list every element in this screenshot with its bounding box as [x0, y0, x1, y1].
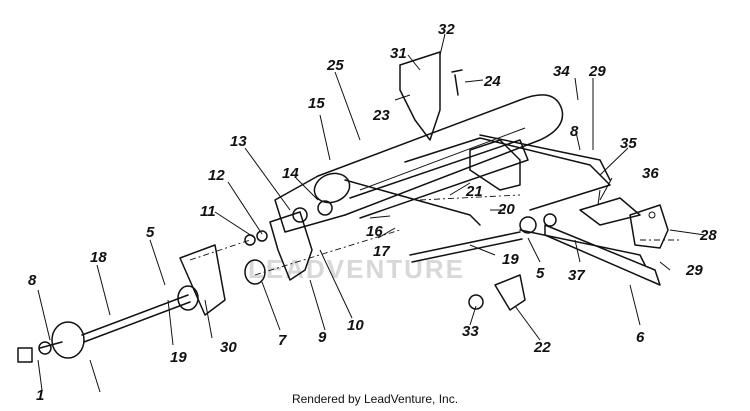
part-label: 37 [568, 267, 585, 284]
part-label: 25 [326, 57, 344, 74]
part-label: 7 [278, 332, 287, 349]
bracket-30 [179, 244, 226, 316]
carriage-bolt [451, 69, 463, 96]
part-label: 29 [588, 63, 606, 80]
part-label: 24 [483, 73, 501, 90]
part-label: 12 [208, 167, 225, 184]
watermark: LEADVENTURE [248, 254, 465, 284]
part-label: 32 [438, 21, 455, 38]
part-label: 23 [372, 107, 390, 124]
part-label: 13 [230, 133, 247, 150]
part-label: 5 [536, 265, 545, 282]
part-label: 5 [146, 224, 155, 241]
part-label: 17 [373, 243, 390, 260]
part-label: 8 [28, 272, 37, 289]
part-label: 8 [570, 123, 579, 140]
part-label: 28 [699, 227, 717, 244]
part-label: 10 [347, 317, 364, 334]
part-label: 21 [465, 183, 483, 200]
part-label: 33 [462, 323, 479, 340]
steering-arm [269, 211, 313, 281]
part-label: 31 [390, 45, 407, 62]
credit-line: Rendered by LeadVenture, Inc. [291, 392, 459, 406]
part-label: 11 [200, 203, 216, 220]
part-label: 35 [620, 135, 637, 152]
part-label: 18 [90, 249, 107, 266]
part-label: 16 [366, 223, 383, 240]
right-bracket [404, 134, 661, 286]
part-label: 19 [502, 251, 519, 268]
part-label: 20 [497, 201, 515, 218]
part-label: 1 [36, 387, 44, 404]
shaft-right [409, 231, 523, 263]
part-label: 14 [282, 165, 299, 182]
tie-rod [344, 179, 481, 226]
part-label: 15 [308, 95, 325, 112]
part-label: 6 [636, 329, 645, 346]
part-label: 22 [533, 339, 551, 356]
upper-bracket [399, 51, 441, 141]
part-label: 34 [553, 63, 570, 80]
part-label: 19 [170, 349, 187, 366]
bracket-22 [494, 274, 526, 311]
mounting-plate [629, 204, 669, 249]
spring-plate [579, 197, 641, 226]
part-label: 29 [685, 262, 703, 279]
part-label: 30 [220, 339, 237, 356]
part-label: 36 [642, 165, 659, 182]
part-label: 9 [318, 329, 327, 346]
